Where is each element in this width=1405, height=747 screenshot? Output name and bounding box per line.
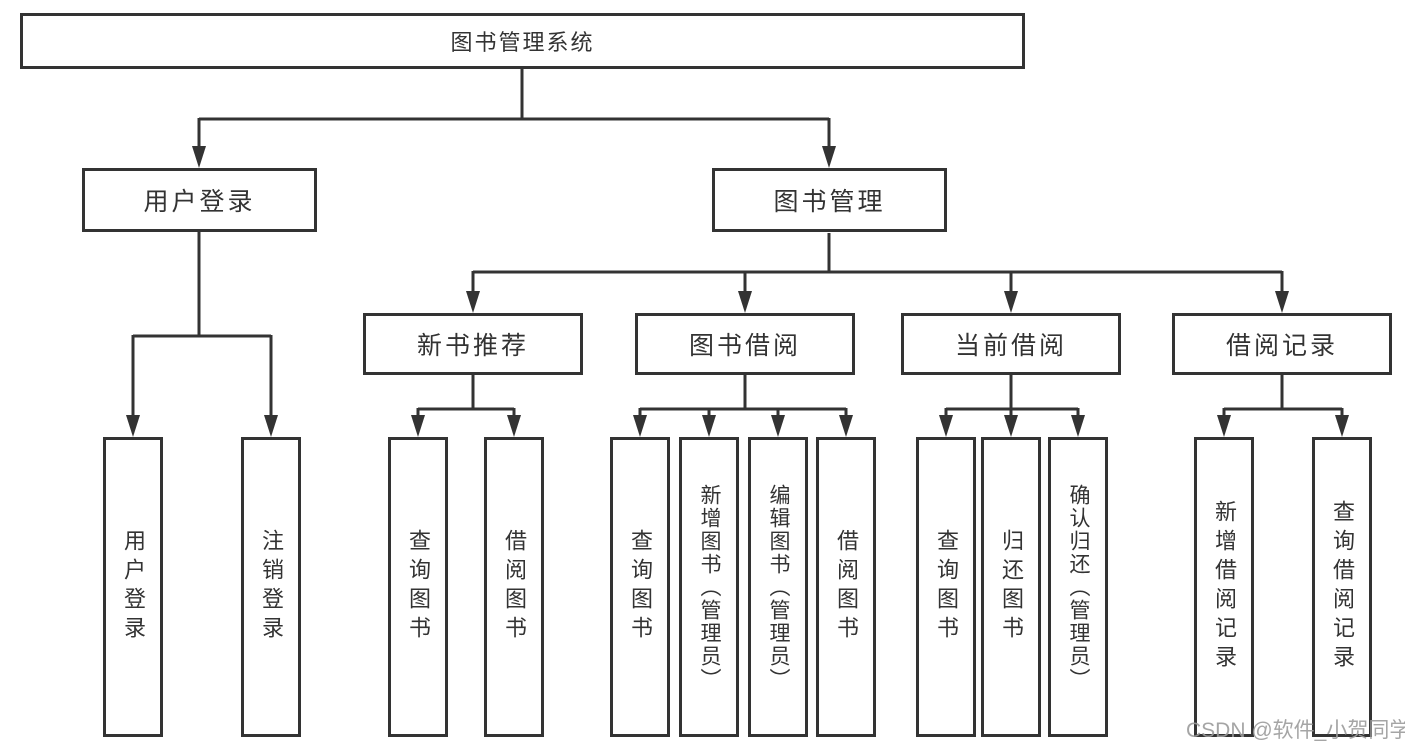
leaf-br-query-record: 查询借阅记录 bbox=[1312, 437, 1372, 737]
leaf-br-add-record-label: 新增借阅记录 bbox=[1212, 500, 1237, 674]
leaf-logout: 注销登录 bbox=[241, 437, 301, 737]
leaf-bb-add-books-admin-label: 新增图书（管理员） bbox=[698, 483, 721, 691]
node-root: 图书管理系统 bbox=[20, 13, 1025, 69]
leaf-logout-label: 注销登录 bbox=[259, 529, 284, 645]
leaf-bb-borrow-books: 借阅图书 bbox=[816, 437, 876, 737]
leaf-cb-query-books: 查询图书 bbox=[916, 437, 976, 737]
node-current-borrow: 当前借阅 bbox=[901, 313, 1121, 375]
leaf-cb-confirm-return-admin: 确认归还（管理员） bbox=[1048, 437, 1108, 737]
leaf-bb-query-books: 查询图书 bbox=[610, 437, 670, 737]
node-user-login: 用户登录 bbox=[82, 168, 317, 232]
node-book-borrow: 图书借阅 bbox=[635, 313, 855, 375]
leaf-nb-borrow-books-label: 借阅图书 bbox=[502, 529, 527, 645]
node-borrow-records: 借阅记录 bbox=[1172, 313, 1392, 375]
leaf-cb-confirm-return-admin-label: 确认归还（管理员） bbox=[1067, 483, 1090, 691]
leaf-bb-edit-books-admin-label: 编辑图书（管理员） bbox=[767, 483, 790, 691]
leaf-user-login-label: 用户登录 bbox=[121, 529, 146, 645]
leaf-br-add-record: 新增借阅记录 bbox=[1194, 437, 1254, 737]
leaf-bb-borrow-books-label: 借阅图书 bbox=[834, 529, 859, 645]
leaf-nb-query-books: 查询图书 bbox=[388, 437, 448, 737]
csdn-watermark: CSDN @软件_小贺同学 bbox=[1186, 719, 1405, 742]
leaf-bb-add-books-admin: 新增图书（管理员） bbox=[679, 437, 739, 737]
leaf-cb-return-books-label: 归还图书 bbox=[999, 529, 1024, 645]
leaf-bb-edit-books-admin: 编辑图书（管理员） bbox=[748, 437, 808, 737]
leaf-cb-return-books: 归还图书 bbox=[981, 437, 1041, 737]
leaf-nb-borrow-books: 借阅图书 bbox=[484, 437, 544, 737]
leaf-user-login: 用户登录 bbox=[103, 437, 163, 737]
leaf-cb-query-books-label: 查询图书 bbox=[934, 529, 959, 645]
leaf-bb-query-books-label: 查询图书 bbox=[628, 529, 653, 645]
leaf-nb-query-books-label: 查询图书 bbox=[406, 529, 431, 645]
node-book-mgmt: 图书管理 bbox=[712, 168, 947, 232]
leaf-br-query-record-label: 查询借阅记录 bbox=[1330, 500, 1355, 674]
node-new-book-rec: 新书推荐 bbox=[363, 313, 583, 375]
